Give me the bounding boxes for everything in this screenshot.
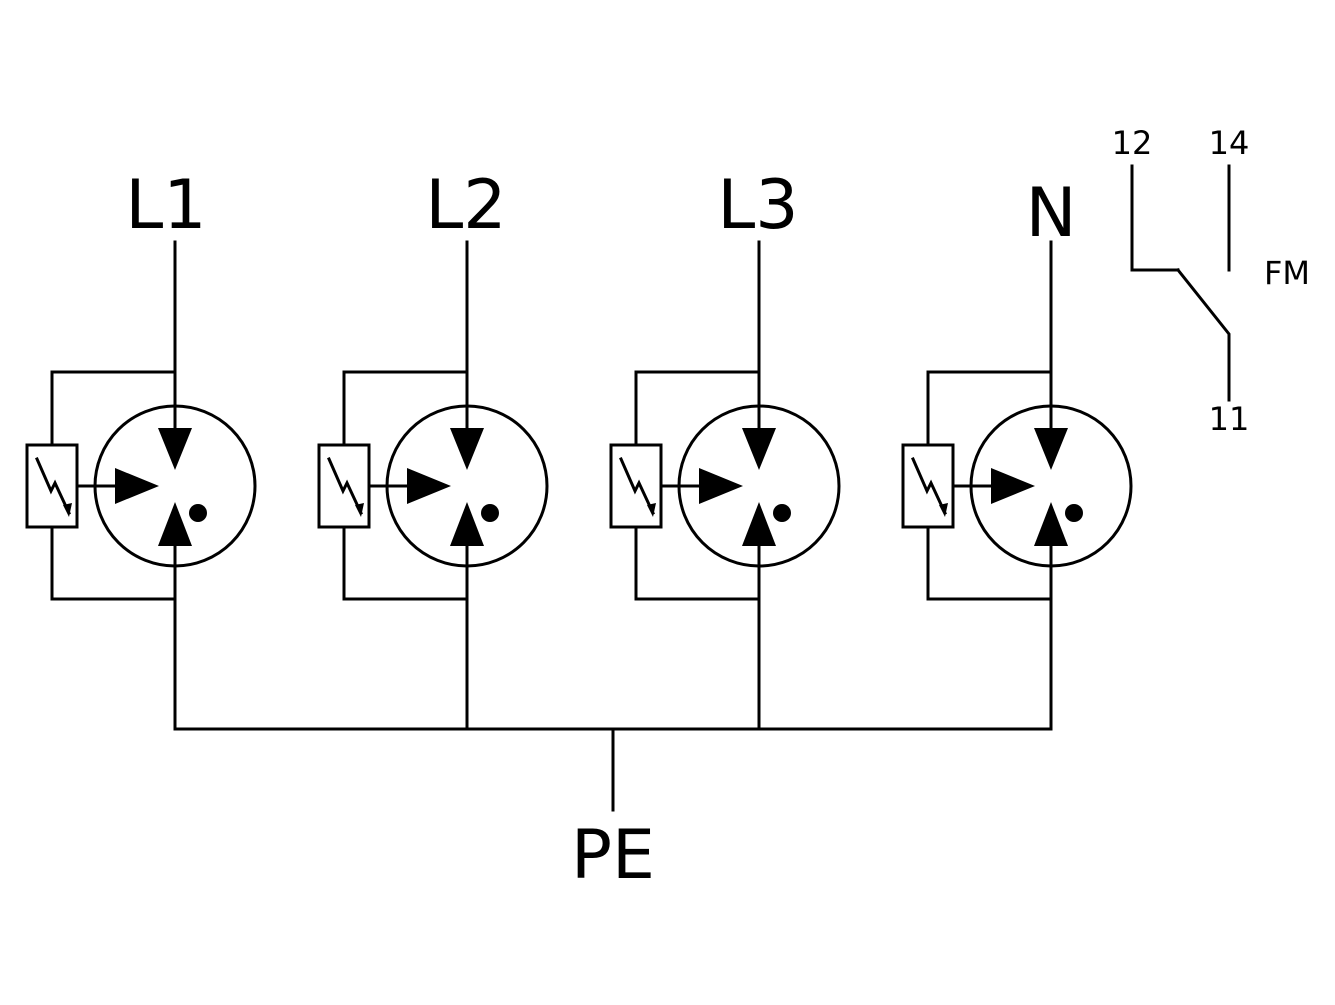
phase-label-l3: L3 (717, 166, 798, 245)
ground-label-pe: PE (571, 816, 655, 895)
contact-pin-11: 11 (1209, 400, 1250, 438)
bypass-bottom-l3 (634, 525, 761, 601)
arrow-down-icon-n (1034, 428, 1068, 470)
arrow-right-icon-l3 (699, 468, 743, 504)
lightning-arrow-l2 (355, 503, 364, 517)
arrow-right-icon-n (991, 468, 1035, 504)
bypass-top-l1 (50, 370, 177, 447)
arrow-up-icon-l1 (158, 502, 192, 546)
module-l1 (25, 240, 257, 731)
arrow-up-icon-l2 (450, 502, 484, 546)
module-n (901, 240, 1133, 731)
lightning-arrow-l1 (63, 503, 72, 517)
arrow-down-icon-l3 (742, 428, 776, 470)
module-l3 (609, 240, 841, 731)
bypass-bottom-l2 (342, 525, 469, 601)
status-dot-n (1065, 504, 1083, 522)
bypass-top-n (926, 370, 1053, 447)
contact-pin-12: 12 (1112, 124, 1153, 162)
arrow-up-icon-n (1034, 502, 1068, 546)
arrow-right-icon-l2 (407, 468, 451, 504)
phase-label-l2: L2 (425, 166, 506, 245)
bypass-top-l3 (634, 370, 761, 447)
lightning-icon-l2 (327, 457, 363, 515)
phase-label-l1: L1 (125, 166, 206, 245)
bypass-top-l2 (342, 370, 469, 447)
arrow-down-icon-l2 (450, 428, 484, 470)
contact-switch-blade (1175, 267, 1231, 402)
lightning-icon-l1 (35, 457, 71, 515)
phase-label-n: N (1026, 174, 1077, 253)
lightning-icon-n (911, 457, 947, 515)
arrow-up-icon-l3 (742, 502, 776, 546)
arrow-right-icon-l1 (115, 468, 159, 504)
lightning-icon-l3 (619, 457, 655, 515)
signal-contact: 12 14 11 FM (1112, 124, 1310, 438)
bypass-bottom-n (926, 525, 1053, 601)
contact-pin-14: 14 (1209, 124, 1250, 162)
status-dot-l1 (189, 504, 207, 522)
bypass-bottom-l1 (50, 525, 177, 601)
lightning-arrow-l3 (647, 503, 656, 517)
contact-label-fm: FM (1264, 254, 1310, 292)
protection-modules (25, 240, 1133, 731)
status-dot-l3 (773, 504, 791, 522)
lightning-arrow-n (939, 503, 948, 517)
contact-nc-terminal (1130, 164, 1180, 272)
status-dot-l2 (481, 504, 499, 522)
module-l2 (317, 240, 549, 731)
arrow-down-icon-l1 (158, 428, 192, 470)
